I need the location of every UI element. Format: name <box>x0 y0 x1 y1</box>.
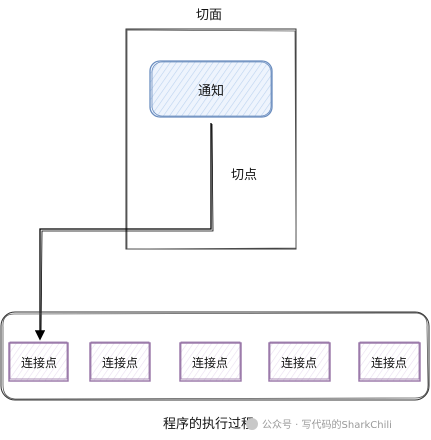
pointcut-connector <box>34 123 214 341</box>
aspect-title: 切面 <box>196 8 223 23</box>
watermark: 公众号 · 写代码的SharkChili <box>246 416 392 431</box>
join-point-label: 连接点 <box>370 355 407 370</box>
pointcut-label: 切点 <box>231 168 258 183</box>
process-label: 程序的执行过程 <box>163 417 255 432</box>
join-point-box <box>89 341 151 382</box>
join-point-box <box>358 341 421 382</box>
aspect-box <box>125 28 297 250</box>
join-point-label: 连接点 <box>191 355 228 370</box>
join-point-box <box>8 341 69 382</box>
join-point-label: 连接点 <box>280 355 317 370</box>
join-point-label: 连接点 <box>20 355 57 370</box>
watermark-text: 公众号 · 写代码的SharkChili <box>262 420 392 431</box>
join-point-box <box>179 341 242 382</box>
wechat-icon <box>246 417 258 430</box>
execution-frame <box>0 311 430 401</box>
advice-box <box>149 60 273 118</box>
advice-label: 通知 <box>197 83 224 99</box>
join-point-label: 连接点 <box>101 355 138 370</box>
join-point-box <box>268 341 331 382</box>
